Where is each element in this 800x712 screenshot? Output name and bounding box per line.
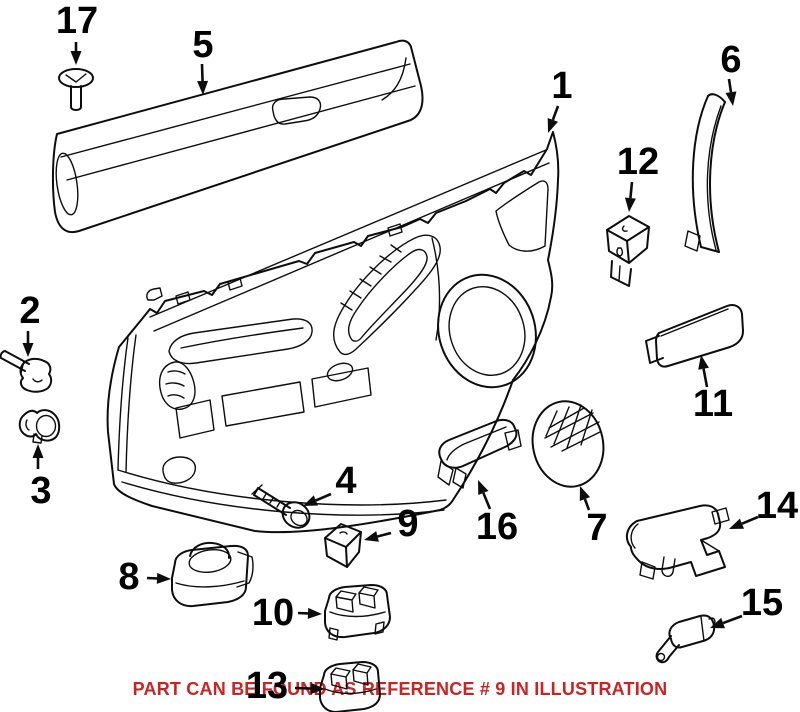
callout-arrowhead-12 <box>624 197 636 212</box>
footer-note: PART CAN BE FOUND AS REFERENCE # 9 IN IL… <box>132 679 668 699</box>
callout-arrow-16 <box>482 492 492 510</box>
callout-label-11: 11 <box>693 383 733 425</box>
callout-label-6: 6 <box>720 39 741 81</box>
part-14-courtesy-lamp <box>625 504 730 580</box>
callout-arrowhead-16 <box>478 480 489 496</box>
callout-label-3: 3 <box>30 470 51 512</box>
part-11-grab-handle-insert <box>645 304 744 368</box>
callout-arrowhead-9 <box>364 531 379 542</box>
callout-label-1: 1 <box>551 65 572 107</box>
part-8-mirror-switch <box>171 541 254 608</box>
part-16-pull-handle-cover <box>437 418 522 489</box>
callout-arrowhead-4 <box>303 495 319 506</box>
callout-arrowhead-6 <box>725 91 737 106</box>
part-3-grommet-clip <box>18 409 61 444</box>
part-2-screw <box>0 350 53 393</box>
callout-label-5: 5 <box>192 24 213 66</box>
callout-arrowhead-2 <box>22 343 34 357</box>
callout-arrow-9 <box>377 531 392 538</box>
callout-arrowhead-11 <box>698 355 709 370</box>
callout-arrowhead-10 <box>307 607 322 619</box>
callout-arrowhead-15 <box>710 617 726 629</box>
part-6-pillar-trim <box>684 93 726 253</box>
callout-arrow-6 <box>727 78 733 93</box>
callout-arrowhead-7 <box>579 486 591 502</box>
callout-label-13: 13 <box>246 665 288 707</box>
part-10-window-switch <box>324 584 391 641</box>
callout-arrowhead-14 <box>729 518 745 529</box>
part-17-push-rivet <box>58 68 94 111</box>
callout-arrow-15 <box>722 614 743 625</box>
part-5-sill-trim-strip <box>51 39 424 233</box>
callout-arrow-1 <box>551 105 560 121</box>
part-9-clip-block <box>324 523 362 568</box>
part-4-screw <box>251 484 311 529</box>
callout-arrow-11 <box>702 368 709 388</box>
callout-label-16: 16 <box>476 506 518 548</box>
callout-arrowhead-3 <box>32 444 44 458</box>
callout-arrow-7 <box>583 498 591 511</box>
callout-label-4: 4 <box>335 460 356 502</box>
part-15-bulb <box>655 614 716 664</box>
callout-label-7: 7 <box>586 507 607 549</box>
callout-arrow-14 <box>741 515 759 525</box>
part-12-switch <box>606 215 650 287</box>
callout-label-12: 12 <box>617 141 659 183</box>
callout-arrow-13 <box>294 686 312 690</box>
callout-arrowhead-5 <box>197 80 209 95</box>
callout-label-2: 2 <box>19 290 40 332</box>
callout-label-17: 17 <box>56 0 98 42</box>
callout-arrowhead-1 <box>547 117 559 133</box>
callout-arrowhead-8 <box>156 572 171 584</box>
callout-label-8: 8 <box>118 556 139 598</box>
part-7-speaker-grille <box>531 400 605 488</box>
callout-arrow-12 <box>629 181 634 199</box>
callout-arrow-5 <box>200 63 204 82</box>
callout-label-15: 15 <box>741 582 783 624</box>
part-13-window-switch <box>319 661 381 712</box>
callout-label-9: 9 <box>397 503 418 545</box>
callout-arrowhead-17 <box>70 51 82 65</box>
callout-layer: 17 5 1 12 6 2 3 49 8 10 13 16 7 11 14 15 <box>19 0 798 707</box>
callout-arrowhead-13 <box>310 683 325 695</box>
part-1-door-trim-panel <box>106 131 560 534</box>
callout-label-14: 14 <box>756 485 798 527</box>
callout-label-10: 10 <box>252 592 294 634</box>
callout-arrow-4 <box>315 492 332 502</box>
